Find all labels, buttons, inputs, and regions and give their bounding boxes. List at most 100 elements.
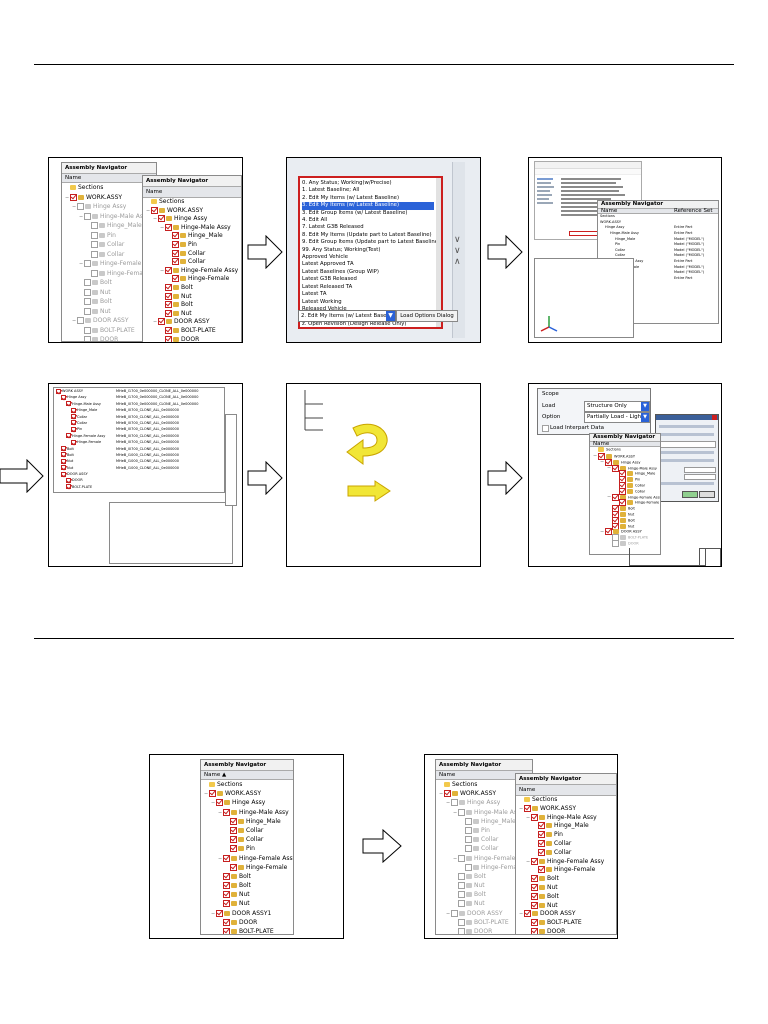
load-checkbox[interactable] — [223, 900, 230, 908]
tree-row[interactable]: −DOOR ASSY — [516, 910, 616, 919]
load-checkbox[interactable] — [451, 909, 458, 917]
revision-rule-item[interactable]: 9. Edit Group Items (Update part to Late… — [302, 239, 441, 246]
load-checkbox[interactable] — [598, 452, 605, 460]
load-checkbox[interactable] — [151, 206, 158, 214]
load-checkbox[interactable] — [61, 458, 66, 464]
tree-row[interactable]: DOOR — [143, 335, 241, 342]
tree-row[interactable]: Nut — [436, 899, 532, 908]
expand-toggle-icon[interactable]: − — [153, 216, 158, 223]
expand-toggle-icon[interactable]: − — [146, 207, 151, 214]
load-checkbox[interactable] — [165, 309, 172, 317]
tree-row[interactable]: Collar — [143, 258, 241, 267]
scroll-track[interactable] — [452, 162, 465, 338]
tree-row[interactable]: Collar — [590, 487, 660, 495]
tree-row[interactable]: −Hinge-Female Assy — [62, 259, 156, 269]
load-checkbox[interactable] — [165, 266, 172, 274]
tree-row[interactable]: Bolt — [516, 892, 616, 902]
load-checkbox[interactable] — [56, 388, 61, 394]
revision-rule-item[interactable]: Latest G3B Released — [302, 276, 357, 283]
load-checkbox[interactable] — [172, 275, 179, 283]
load-checkbox[interactable] — [84, 212, 91, 220]
chevron-down-icon[interactable]: ∨ — [454, 246, 461, 256]
load-select[interactable]: Structure Only ▼ — [584, 401, 650, 412]
ok-button[interactable] — [682, 491, 698, 498]
load-checkbox[interactable] — [165, 292, 172, 300]
load-checkbox[interactable] — [84, 279, 91, 286]
load-checkbox[interactable] — [66, 484, 71, 490]
load-checkbox[interactable] — [61, 471, 66, 477]
tree-row[interactable]: Hinge_Male — [143, 232, 241, 241]
load-checkbox[interactable] — [172, 232, 179, 240]
load-checkbox[interactable] — [458, 882, 465, 890]
tree-row[interactable]: Collar — [62, 250, 156, 260]
tree-row[interactable]: −Hinge-Female Assy — [201, 854, 293, 863]
tree-row[interactable]: Bolt — [436, 872, 532, 881]
load-checkbox[interactable] — [444, 790, 451, 798]
revision-rule-item[interactable]: z. Open Revision (Design Release Only) — [302, 320, 407, 327]
expand-toggle-icon[interactable]: − — [519, 805, 524, 812]
tree-row[interactable]: Hinge_Male — [436, 817, 532, 826]
revision-rule-item[interactable]: Approved Vehicle — [302, 254, 349, 261]
tree-row[interactable]: Hinge_Male — [516, 822, 616, 831]
tree-row[interactable]: −DOOR ASSY1 — [201, 909, 293, 918]
load-checkbox[interactable] — [465, 826, 472, 834]
tree-row[interactable]: Hinge-Female — [62, 269, 156, 279]
load-checkbox[interactable] — [71, 414, 76, 420]
tree-row[interactable]: Nut — [62, 307, 156, 317]
column-name-header[interactable]: Name — [516, 785, 616, 796]
expand-toggle-icon[interactable]: − — [218, 809, 223, 816]
tree-row[interactable]: Hinge_Male — [62, 221, 156, 231]
tree-row[interactable]: Collar — [201, 826, 293, 835]
load-checkbox[interactable] — [84, 326, 91, 334]
load-checkbox[interactable] — [465, 845, 472, 853]
load-checkbox[interactable] — [451, 799, 458, 807]
tree-row[interactable]: Nut — [201, 890, 293, 899]
tree-row[interactable]: Hinge-Female — [516, 866, 616, 875]
dropdown-arrow-icon[interactable]: ▼ — [641, 413, 649, 422]
load-checkbox[interactable] — [91, 269, 98, 277]
expand-toggle-icon[interactable]: − — [211, 800, 216, 807]
tree-row[interactable]: −Hinge-Male Assy — [143, 223, 241, 233]
tree-row[interactable]: Hinge_Male — [201, 817, 293, 826]
load-checkbox[interactable] — [71, 426, 76, 432]
load-checkbox[interactable] — [531, 892, 538, 900]
expand-toggle-icon[interactable]: − — [526, 858, 531, 865]
column-name-header[interactable]: Name ▲ — [201, 771, 293, 780]
tree-row[interactable]: −Hinge-Female Assy — [143, 266, 241, 276]
expand-toggle-icon[interactable]: − — [519, 911, 524, 918]
expand-toggle-icon[interactable]: − — [72, 318, 77, 324]
tree-row[interactable]: −DOOR ASSY — [436, 909, 532, 918]
column-name-header[interactable]: Name — [590, 441, 660, 448]
revision-rule-item[interactable]: Latest Working — [302, 298, 342, 305]
revision-rule-item[interactable]: Latest Baselines (Group WIP) — [302, 268, 379, 275]
tree-row[interactable]: Collar — [516, 848, 616, 858]
tree-row[interactable]: Hinge-Female — [143, 275, 241, 284]
tree-row[interactable]: BOLT-PLATE — [201, 927, 293, 934]
load-checkbox[interactable] — [61, 394, 66, 400]
load-checkbox[interactable] — [223, 928, 230, 934]
tree-row[interactable]: DOOR ASSY — [54, 471, 224, 477]
tree-row[interactable]: −Hinge-Female Assy — [516, 857, 616, 867]
tree-row[interactable]: −WORK.ASSY — [62, 193, 156, 203]
tree-row[interactable]: Nut — [201, 899, 293, 908]
load-checkbox[interactable] — [71, 420, 76, 426]
load-checkbox[interactable] — [458, 900, 465, 908]
tree-row[interactable]: BOLT-PLATE — [143, 326, 241, 336]
load-checkbox[interactable] — [172, 240, 179, 248]
tree-row[interactable]: −WORK.ASSY — [516, 804, 616, 814]
tree-row[interactable]: −WORK.ASSY — [590, 452, 660, 460]
tree-row[interactable]: −Hinge-Female Assy — [436, 854, 532, 863]
tree-row[interactable]: Bolt — [436, 890, 532, 899]
load-checkbox[interactable] — [66, 433, 71, 439]
revision-rule-item[interactable]: 99. Any Status; Working(Test) — [302, 246, 381, 253]
load-checkbox[interactable] — [209, 790, 216, 798]
expand-toggle-icon[interactable]: − — [218, 855, 223, 862]
expand-toggle-icon[interactable]: − — [600, 528, 605, 535]
